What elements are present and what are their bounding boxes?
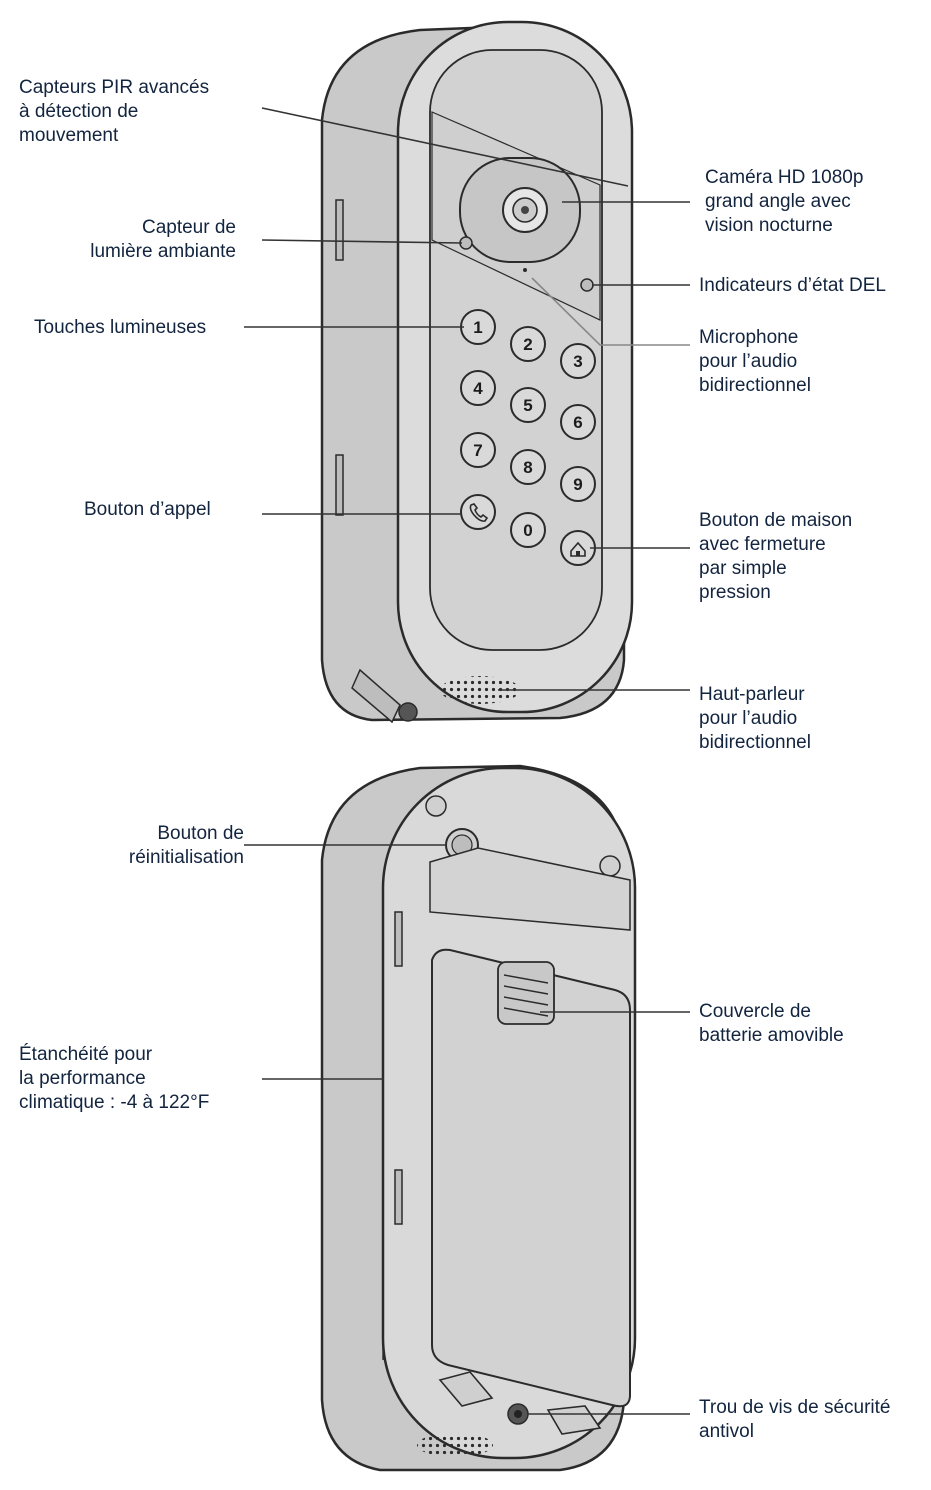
side-slot [336,455,343,515]
keypad-key-0[interactable]: 0 [511,513,545,547]
keypad-key-label: 7 [473,441,482,460]
led-indicator [581,279,593,291]
keypad-key-9[interactable]: 9 [561,467,595,501]
label-microphone: Microphone pour l’audio bidirectionnel [699,326,811,398]
home-key[interactable] [561,531,595,565]
keypad-key-label: 5 [523,396,532,415]
bottom-screw [399,703,417,721]
keypad-key-label: 2 [523,335,532,354]
keypad-key-3[interactable]: 3 [561,344,595,378]
back-side-slot [395,1170,402,1224]
keypad-key-label: 8 [523,458,532,477]
label-pir-sensors: Capteurs PIR avancés à détection de mouv… [19,76,209,148]
label-ambient-light-sensor: Capteur de lumière ambiante [40,216,236,264]
label-illuminated-keys: Touches lumineuses [34,316,206,340]
label-reset-button: Bouton de réinitialisation [40,822,244,870]
camera-lens-center [521,206,529,214]
label-home-button: Bouton de maison avec fermeture par simp… [699,509,852,605]
label-battery-cover: Couvercle de batterie amovible [699,1000,844,1048]
keypad-key-4[interactable]: 4 [461,371,495,405]
back-side-slot [395,912,402,966]
label-speaker: Haut-parleur pour l’audio bidirectionnel [699,683,811,755]
label-weatherproof: Étanchéité pour la performance climatiqu… [19,1043,209,1115]
mic-hole [523,268,527,272]
label-security-screw: Trou de vis de sécurité antivol [699,1396,891,1444]
speaker-grille-back [417,1433,493,1457]
keypad-key-label: 1 [473,318,482,337]
keypad-key-label: 6 [573,413,582,432]
corner-hole [426,796,446,816]
keypad-key-6[interactable]: 6 [561,405,595,439]
label-hd-camera: Caméra HD 1080p grand angle avec vision … [705,166,863,238]
side-slot [336,200,343,260]
keypad-key-label: 0 [523,521,532,540]
keypad-key-1[interactable]: 1 [461,310,495,344]
keypad-key-2[interactable]: 2 [511,327,545,361]
keypad-key-label: 3 [573,352,582,371]
keypad-key-label: 9 [573,475,582,494]
call-key[interactable] [461,495,495,529]
keypad-key-label: 4 [473,379,483,398]
keypad-key-5[interactable]: 5 [511,388,545,422]
keypad-key-8[interactable]: 8 [511,450,545,484]
back-view [322,766,635,1470]
label-call-button: Bouton d’appel [84,498,211,522]
front-view: 1 2 3 4 5 6 7 8 9 0 [322,22,632,722]
corner-hole [600,856,620,876]
keypad-key-7[interactable]: 7 [461,433,495,467]
label-led-indicators: Indicateurs d’état DEL [699,274,886,298]
battery-latch [498,962,554,1024]
